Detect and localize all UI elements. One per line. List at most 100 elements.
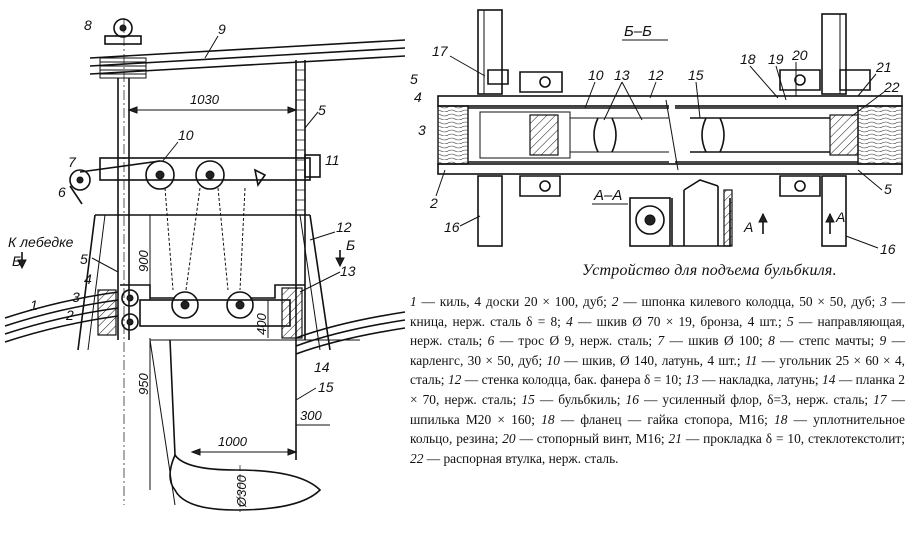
callout-15: 15 [318, 379, 334, 395]
rcallout-15: 15 [688, 67, 704, 83]
legend-item: 7 — шкив Ø 100; [658, 333, 769, 348]
section-b-left: Б [12, 253, 21, 269]
rcallout-3: 3 [418, 122, 426, 138]
winch-label: К лебедке [8, 234, 74, 250]
legend-item: 3 — кница, нерж. сталь δ = 8; [410, 294, 905, 329]
callout-6: 6 [58, 184, 66, 200]
rcallout-13: 13 [614, 67, 630, 83]
dim-1000: 1000 [218, 434, 248, 449]
legend-item: 18 — фланец — гайка стопора, М16; [541, 412, 774, 427]
rcallout-22: 22 [883, 79, 900, 95]
callout-5: 5 [318, 102, 326, 118]
section-bb-view [437, 9, 903, 247]
legend-item-number: 20 [502, 431, 516, 447]
legend-item-number: 9 [879, 333, 887, 349]
rcallout-16-left: 16 [444, 219, 460, 235]
legend-item-number: 8 [768, 333, 775, 349]
legend-item-text: — уплотнительное кольцо, резина; [410, 411, 905, 447]
callout-11: 11 [325, 152, 340, 168]
section-b-right: Б [346, 237, 355, 253]
side-view [4, 18, 406, 512]
section-bb-title: Б–Б [624, 23, 652, 40]
legend-item-text: — стенка колодца, бак. фанера δ = 10; [461, 372, 686, 388]
legend-item: 4 — шкив Ø 70 × 19, бронза, 4 шт.; [566, 314, 787, 329]
callout-7: 7 [68, 154, 77, 170]
legend-item: 15 — бульбкиль; [521, 392, 625, 407]
rcallout-5: 5 [410, 71, 418, 87]
legend-item-number: 1 [410, 294, 417, 309]
legend-item-number: 18 [774, 411, 788, 427]
legend-item-number: 10 [546, 352, 560, 368]
legend-item-number: 7 [657, 333, 665, 349]
legend-item-text: — направляющая, нерж. сталь; [410, 313, 905, 349]
legend-item-number: 11 [744, 352, 758, 368]
rcallout-5-right: 5 [884, 181, 892, 197]
legend-item-text: — шпилька М20 × 160; [410, 391, 905, 427]
dim-diam300: Ø300 [234, 474, 249, 508]
figure-caption: Устройство для подъема бульбкиля. [582, 262, 837, 279]
rcallout-2: 2 [429, 195, 438, 211]
legend-item-text: — трос Ø 9, нерж. сталь; [494, 333, 658, 349]
legend-item-text: — накладка, латунь; [698, 372, 823, 388]
legend-item-number: 6 [487, 333, 495, 349]
rcallout-21: 21 [875, 59, 892, 75]
legend-item: 6 — трос Ø 9, нерж. сталь; [488, 333, 658, 348]
callout-5b: 5 [80, 251, 88, 267]
callout-13: 13 [340, 263, 356, 279]
dim-300: 300 [300, 408, 322, 423]
callout-4: 4 [84, 271, 92, 287]
legend-item-text: — шпонка килевого колодца, 50 × 50, дуб; [618, 294, 881, 309]
legend-item: 18 — уплотнительное кольцо, резина; [410, 412, 905, 447]
section-a-left: А [743, 219, 753, 235]
legend-item: 13 — накладка, латунь; [685, 372, 822, 387]
keel [4, 291, 119, 343]
legend-item-text: — шкив Ø 70 × 19, бронза, 4 шт.; [572, 313, 787, 329]
legend-item-number: 15 [521, 391, 535, 407]
callout-1: 1 [30, 297, 38, 313]
legend-item-number: 13 [685, 372, 699, 388]
legend-item: 14 — планка 2 × 70, нерж. сталь; [410, 372, 905, 407]
legend-item-text: — фланец — гайка стопора, М16; [554, 411, 774, 427]
section-a-right: А [835, 209, 845, 225]
legend-item: 5 — направляющая, нерж. сталь; [410, 314, 905, 349]
legend-item-text: — карленгс, 30 × 50, дуб; [410, 333, 905, 368]
legend-item: 20 — стопорный винт, М16; [502, 431, 668, 446]
legend: 1 — киль, 4 доски 20 × 100, дуб; 2 — шпо… [410, 292, 905, 468]
dim-900: 900 [136, 250, 151, 272]
rcallout-10: 10 [588, 67, 604, 83]
callout-8: 8 [84, 17, 92, 33]
legend-item-text: — угольник 25 × 60 × 4, сталь; [410, 352, 905, 388]
legend-item: 10 — шкив, Ø 140, латунь, 4 шт.; [547, 353, 745, 368]
legend-item-text: — планка 2 × 70, нерж. сталь; [410, 372, 905, 407]
legend-item-number: 2 [611, 294, 619, 309]
legend-item: 9 — карленгс, 30 × 50, дуб; [410, 333, 905, 368]
rcallout-20: 20 [791, 47, 808, 63]
carlings [89, 39, 406, 75]
legend-item: 11 — угольник 25 × 60 × 4, сталь; [410, 353, 905, 388]
rcallout-12: 12 [648, 67, 664, 83]
legend-item-text: — бульбкиль; [534, 391, 626, 407]
legend-item-number: 22 [410, 450, 424, 466]
rcallout-18: 18 [740, 51, 756, 67]
callout-9: 9 [218, 21, 226, 37]
legend-item-text: — киль, 4 доски 20 × 100, дуб; [416, 294, 612, 309]
rcallout-16-right: 16 [880, 241, 896, 257]
legend-item: 1 — киль, 4 доски 20 × 100, дуб; [410, 294, 612, 309]
legend-item-text: — шкив Ø 100; [664, 333, 769, 349]
legend-item-text: — усиленный флор, δ=3, нерж. сталь; [638, 391, 874, 407]
legend-item-number: 3 [880, 294, 887, 309]
legend-item: 8 — степс мачты; [768, 333, 879, 348]
dim-1030: 1030 [190, 92, 220, 107]
legend-item-number: 14 [822, 372, 836, 388]
rcallout-19: 19 [768, 51, 784, 67]
legend-item-text: — распорная втулка, нерж. сталь. [423, 450, 619, 466]
legend-item-number: 21 [668, 431, 682, 447]
callout-2: 2 [65, 307, 74, 323]
dim-950: 950 [136, 373, 151, 395]
legend-item: 17 — шпилька М20 × 160; [410, 392, 905, 427]
legend-item: 16 — усиленный флор, δ=3, нерж. сталь; [626, 392, 874, 407]
legend-item: 21 — прокладка δ = 10, стеклотекстолит; [669, 431, 905, 446]
dim-400: 400 [254, 313, 269, 335]
legend-item: 2 — шпонка килевого колодца, 50 × 50, ду… [612, 294, 880, 309]
